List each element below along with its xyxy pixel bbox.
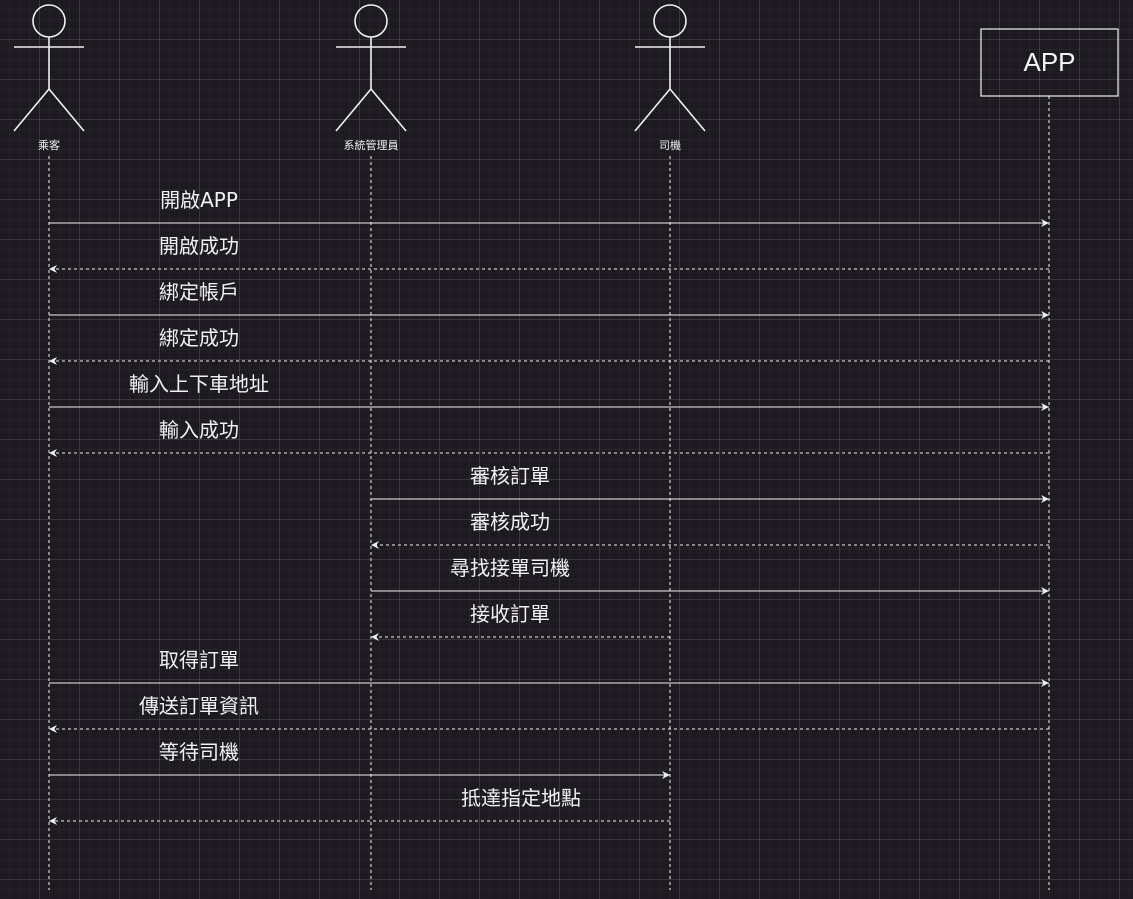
message-label-1: 開啟APP xyxy=(160,188,238,212)
message-label-11: 取得訂單 xyxy=(159,648,239,672)
message-label-14: 抵達指定地點 xyxy=(461,786,581,810)
message-label-6: 輸入成功 xyxy=(159,418,239,442)
message-label-3: 綁定帳戶 xyxy=(159,280,239,304)
actor-label-admin: 系統管理員 xyxy=(343,139,399,152)
message-label-7: 審核訂單 xyxy=(470,464,550,488)
message-label-13: 等待司機 xyxy=(159,740,239,764)
participant-box-app xyxy=(980,28,1119,97)
message-label-5: 輸入上下車地址 xyxy=(129,372,269,396)
actor-figure-admin xyxy=(335,4,407,132)
actor-label-passenger: 乘客 xyxy=(38,139,60,152)
message-label-4: 綁定成功 xyxy=(159,326,239,350)
message-label-8: 審核成功 xyxy=(470,510,550,534)
participant-box-label-app: APP xyxy=(1023,47,1076,77)
actor-figure-passenger xyxy=(13,4,85,132)
message-label-9: 尋找接單司機 xyxy=(450,556,570,580)
message-label-2: 開啟成功 xyxy=(159,234,239,258)
actor-label-driver: 司機 xyxy=(659,139,681,152)
message-label-12: 傳送訂單資訊 xyxy=(139,694,259,718)
actor-figure-driver xyxy=(634,4,706,132)
message-label-10: 接收訂單 xyxy=(470,602,550,626)
